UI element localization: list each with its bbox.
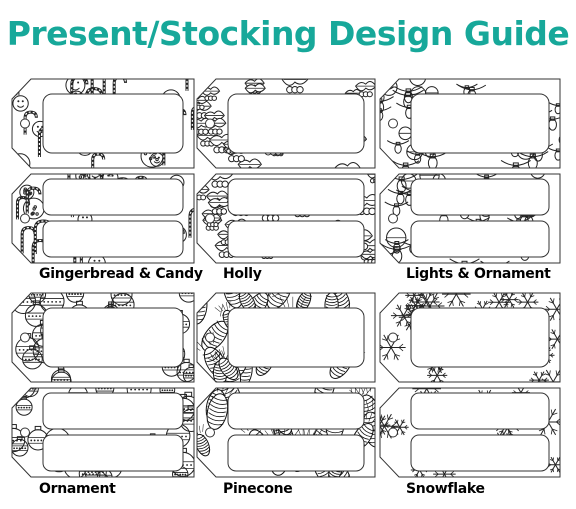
tag-gingerbread-single	[11, 78, 195, 169]
tag-lights-single	[379, 78, 561, 169]
tag-pinecone-double	[196, 387, 376, 478]
gift-tag-gingerbread-single	[11, 78, 195, 169]
gift-tag-gingerbread-double	[11, 173, 195, 264]
tag-lights-double	[379, 173, 561, 264]
design-label-pinecone: Pinecone	[223, 481, 293, 497]
tag-pinecone-single	[196, 292, 376, 383]
design-label-snowflake: Snowflake	[406, 481, 485, 497]
tag-snowflake-double	[379, 387, 561, 478]
tag-holly-single	[196, 78, 376, 169]
design-label-ornament: Ornament	[39, 481, 116, 497]
design-label-lights: Lights & Ornament	[406, 266, 551, 282]
gift-tag-snowflake-double	[379, 387, 561, 478]
tag-ornament-double	[11, 387, 195, 478]
gift-tag-lights-single	[379, 78, 561, 169]
gift-tag-lights-double	[379, 173, 561, 264]
gift-tag-pinecone-double	[196, 387, 376, 478]
gift-tag-ornament-double	[11, 387, 195, 478]
gift-tag-snowflake-single	[379, 292, 561, 383]
gift-tag-holly-double	[196, 173, 376, 264]
tag-holly-double	[196, 173, 376, 264]
tag-ornament-single	[11, 292, 195, 383]
design-label-holly: Holly	[223, 266, 262, 282]
gift-tag-ornament-single	[11, 292, 195, 383]
page-title: Present/Stocking Design Guide	[6, 14, 570, 53]
design-label-gingerbread: Gingerbread & Candy	[39, 266, 203, 282]
gift-tag-holly-single	[196, 78, 376, 169]
gift-tag-pinecone-single	[196, 292, 376, 383]
tag-gingerbread-double	[11, 173, 195, 264]
tag-snowflake-single	[379, 292, 561, 383]
